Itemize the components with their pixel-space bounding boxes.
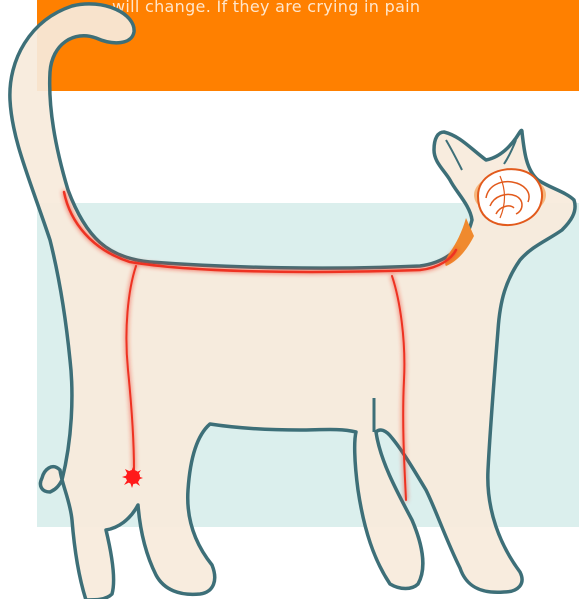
cat-silhouette-icon [10,4,575,599]
brain-icon [478,169,542,225]
